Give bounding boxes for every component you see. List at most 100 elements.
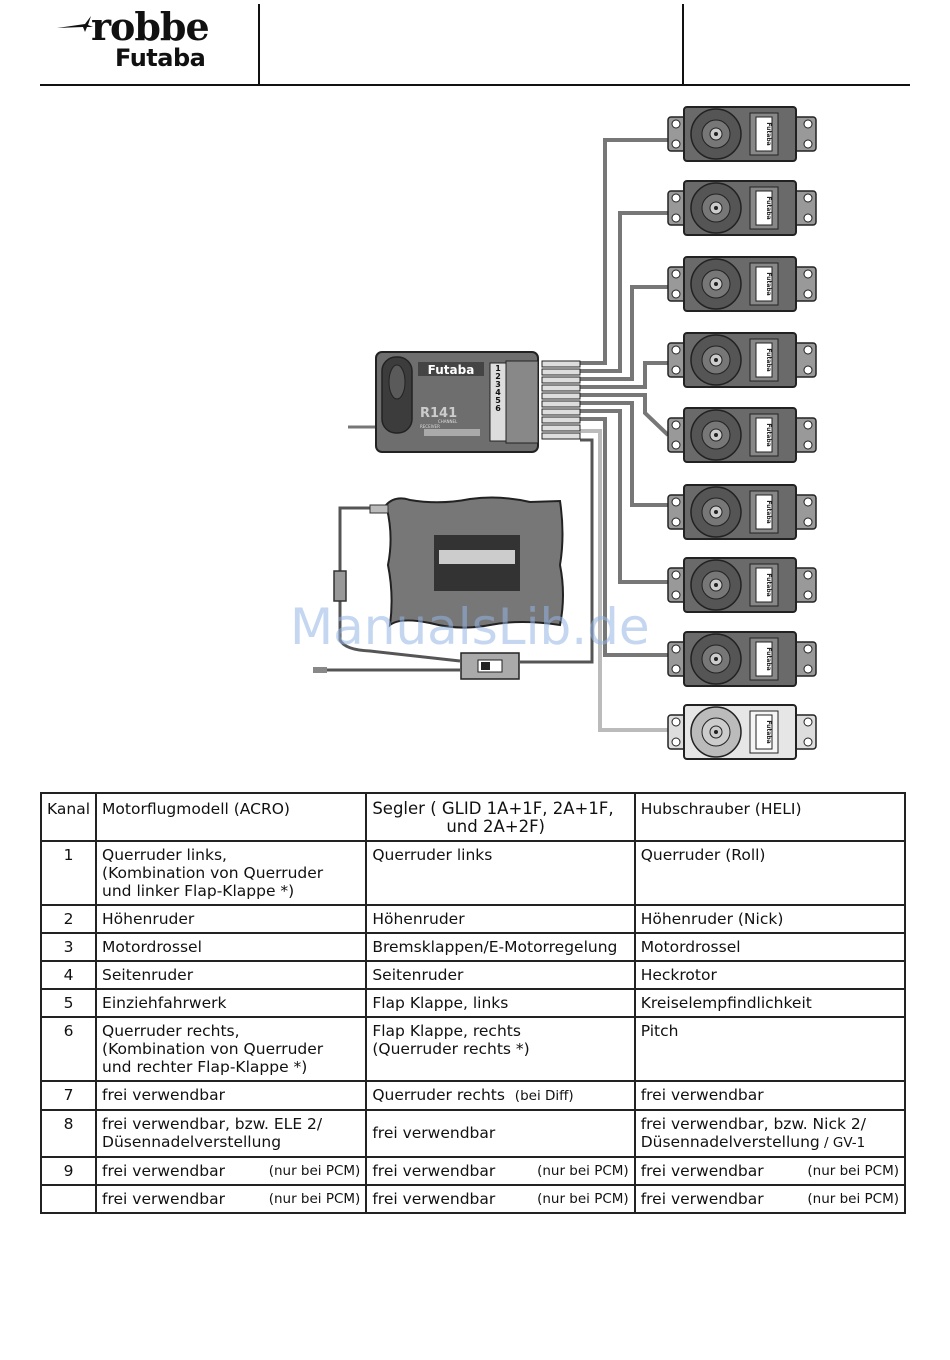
channel-number-text: 6: [63, 1022, 74, 1040]
cell-acro-text: Höhenruder: [102, 910, 195, 928]
header-divider: [682, 4, 684, 84]
cell-glid-text: frei verwendbar: [372, 1162, 496, 1180]
cell-glid-text: Bremsklappen/E-Motorregelung: [372, 938, 618, 956]
cell-acro-text: und linker Flap-Klappe *): [102, 882, 295, 900]
cell-acro: frei verwendbar, bzw. ELE 2/Düsennadelve…: [95, 1109, 368, 1158]
cell-kanal: 6: [39, 1016, 98, 1082]
channel-number: 4: [495, 388, 501, 397]
table-row: frei verwendbar (nur bei PCM) frei verwend…: [39, 1184, 907, 1214]
cell-kanal: 9: [39, 1156, 98, 1186]
channel-number-text: 2: [63, 910, 74, 928]
servo-label: Futaba: [765, 647, 772, 670]
cell-heli-text: frei verwendbar, bzw. Nick 2/: [640, 1115, 866, 1133]
cell-glid: frei verwendbar: [365, 1109, 636, 1158]
cell-acro-note: (nur bei PCM): [268, 1163, 361, 1179]
cell-heli: frei verwendbar(nur bei PCM): [633, 1156, 907, 1186]
header-divider: [258, 4, 260, 84]
cell-glid: frei verwendbar (nur bei PCM): [365, 1184, 636, 1214]
receiver-sub2: RECEIVER: [420, 424, 440, 429]
battery-pack: [369, 496, 564, 629]
header-glid: Segler ( GLID 1A+1F, 2A+1F, und 2A+2F): [365, 792, 636, 842]
cell-acro-text: Motordrossel: [102, 938, 202, 956]
cell-glid: Bremsklappen/E-Motorregelung: [365, 932, 636, 962]
channel-number: 3: [495, 380, 501, 389]
cell-kanal: 4: [39, 960, 98, 990]
cell-glid-text: Querruder links: [372, 846, 493, 864]
header-heli: Hubschrauber (HELI): [633, 792, 907, 842]
cell-acro: Querruder links,(Kombination von Querrud…: [95, 840, 368, 906]
header-kanal: Kanal: [39, 792, 98, 842]
logo-robbe-text: robbe: [91, 4, 210, 49]
cell-kanal: 1: [39, 840, 98, 906]
servo-label: Futaba: [765, 272, 772, 295]
cell-heli: frei verwendbar, bzw. Nick 2/Düsennadelv…: [633, 1109, 907, 1158]
cell-heli-text: frei verwendbar: [640, 1190, 764, 1208]
cell-acro-text: Querruder links,: [102, 846, 227, 864]
table-row: 3 Motordrossel Bremsklappen/E-Motorregelun…: [39, 932, 907, 962]
servo: Futaba: [667, 704, 817, 760]
plane-icon: [57, 16, 93, 32]
cell-acro-text: Einziehfahrwerk: [102, 994, 227, 1012]
cell-acro: Seitenruder: [95, 960, 368, 990]
header-acro: Motorflugmodell (ACRO): [95, 792, 368, 842]
cell-acro-text: (Kombination von Querruder: [102, 1040, 324, 1058]
cell-heli-text: Heckrotor: [640, 966, 717, 984]
channel-number-text: 7: [63, 1086, 74, 1104]
servo: Futaba: [667, 332, 817, 388]
cell-acro: frei verwendbar(nur bei PCM): [95, 1184, 368, 1214]
cell-glid-note: (bei Diff): [514, 1088, 574, 1104]
servo-label: Futaba: [765, 423, 772, 446]
cell-acro-text: frei verwendbar: [102, 1086, 225, 1104]
cell-glid-note: (nur bei PCM): [537, 1191, 629, 1207]
cell-glid: Querruder rechts (bei Diff): [365, 1080, 636, 1111]
cell-kanal: 5: [39, 988, 98, 1018]
cell-acro: Einziehfahrwerk: [95, 988, 368, 1018]
cell-glid-text: frei verwendbar: [372, 1190, 496, 1208]
servo-label: Futaba: [765, 573, 772, 596]
cell-kanal: 2: [39, 904, 98, 934]
channel-number-text: 3: [63, 938, 74, 956]
header-rule: [40, 84, 910, 86]
cell-heli: Heckrotor: [633, 960, 907, 990]
cell-acro: Höhenruder: [95, 904, 368, 934]
cell-heli: Höhenruder (Nick): [633, 904, 907, 934]
cell-glid: frei verwendbar(nur bei PCM): [365, 1156, 636, 1186]
servo-label: Futaba: [765, 122, 772, 145]
channel-number: 1: [495, 364, 501, 373]
cell-glid: Flap Klappe, rechts(Querruder rechts *): [365, 1016, 636, 1082]
cell-heli-text: Motordrossel: [640, 938, 741, 956]
cell-kanal: 7: [39, 1080, 98, 1111]
servo-label: Futaba: [765, 720, 772, 743]
receiver-brand: Futaba: [428, 363, 475, 377]
cell-glid: Flap Klappe, links: [365, 988, 636, 1018]
servo: Futaba: [667, 256, 817, 312]
logo-futaba-text: Futaba: [115, 44, 206, 72]
servo: Futaba: [667, 484, 817, 540]
cell-acro: Querruder rechts,(Kombination von Querru…: [95, 1016, 368, 1082]
cell-acro: frei verwendbar(nur bei PCM): [95, 1156, 368, 1186]
cell-glid-text: Flap Klappe, links: [372, 994, 509, 1012]
cell-heli: Querruder (Roll): [633, 840, 907, 906]
cell-heli: frei verwendbar: [633, 1080, 907, 1111]
servo-group: FutabaFutabaFutabaFutabaFutabaFutabaFuta…: [667, 106, 817, 760]
cell-glid: Seitenruder: [365, 960, 636, 990]
channel-number-text: 9: [63, 1162, 74, 1180]
cell-heli-text: Querruder (Roll): [640, 846, 766, 864]
servo-label: Futaba: [765, 196, 772, 219]
cell-glid-text: frei verwendbar: [372, 1124, 496, 1142]
channel-number-text: 4: [63, 966, 74, 984]
watermark: ManualsLib.de: [290, 598, 650, 656]
cell-heli: frei verwendbar(nur bei PCM): [633, 1184, 907, 1214]
cell-glid-text: Seitenruder: [372, 966, 464, 984]
servo: Futaba: [667, 557, 817, 613]
cell-heli: Pitch: [633, 1016, 907, 1082]
cell-heli-text: Pitch: [640, 1022, 679, 1040]
cell-glid-text: Flap Klappe, rechts: [372, 1022, 521, 1040]
channel-number: 6: [495, 404, 501, 413]
servo: Futaba: [667, 106, 817, 162]
